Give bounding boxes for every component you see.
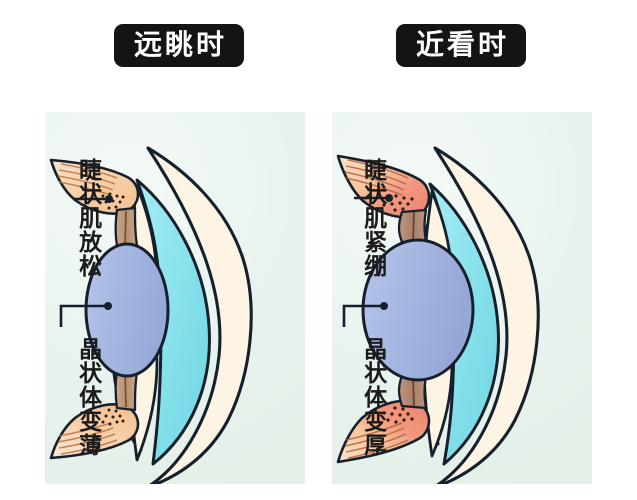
title-pill-far-vision: 远眺时 bbox=[114, 24, 244, 67]
ciliary-muscle-bottom bbox=[336, 399, 431, 464]
ciliary-stipple-bottom bbox=[101, 408, 125, 426]
label-lens-right: 晶状体变厚 bbox=[359, 337, 386, 457]
ciliary-stipple-top bbox=[382, 194, 414, 212]
title-pill-near-vision: 近看时 bbox=[396, 24, 526, 67]
leader-line-lens bbox=[59, 302, 112, 327]
leader-line-lens bbox=[342, 302, 388, 327]
eye-cross-section-relaxed bbox=[49, 146, 253, 484]
label-lens-left: 晶状体变薄 bbox=[74, 337, 101, 457]
zonule-fibres-bottom bbox=[114, 370, 139, 412]
label-ciliary-muscle-right: 睫状肌紧绷 bbox=[359, 158, 386, 278]
ciliary-stipple-bottom bbox=[382, 406, 414, 424]
label-ciliary-muscle-left: 睫状肌放松 bbox=[74, 158, 101, 278]
sclera-outline bbox=[433, 146, 540, 484]
panel-far-vision: 睫状肌放松 晶状体变薄 bbox=[45, 112, 305, 484]
ciliary-muscle-top bbox=[49, 158, 140, 215]
crystalline-lens bbox=[84, 242, 170, 378]
sclera-outline bbox=[146, 146, 253, 484]
leader-line-ciliary bbox=[354, 194, 393, 202]
ciliary-stipple-top bbox=[101, 192, 125, 210]
crystalline-lens bbox=[361, 238, 475, 382]
leader-line-ciliary bbox=[73, 195, 113, 203]
eye-cross-section-tense bbox=[336, 146, 540, 484]
zonule-fibres-top bbox=[397, 208, 428, 244]
panel-near-vision: 睫状肌紧绷 晶状体变厚 bbox=[332, 112, 592, 484]
zonule-fibres-top bbox=[114, 206, 139, 248]
